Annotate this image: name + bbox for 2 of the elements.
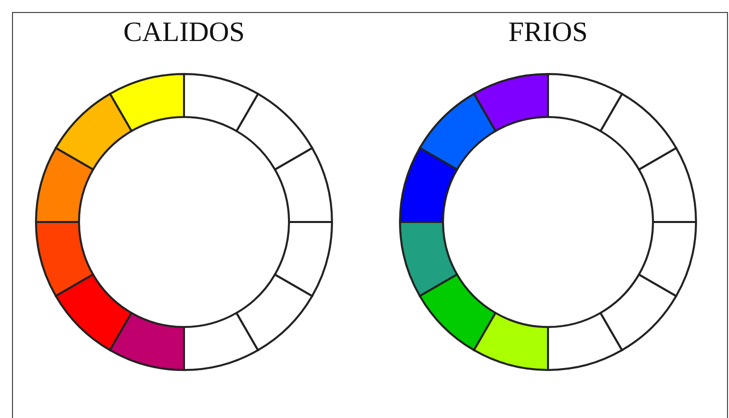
wheel-heading: CALIDOS bbox=[123, 16, 245, 50]
wheel-heading: FRIOS bbox=[508, 16, 588, 50]
